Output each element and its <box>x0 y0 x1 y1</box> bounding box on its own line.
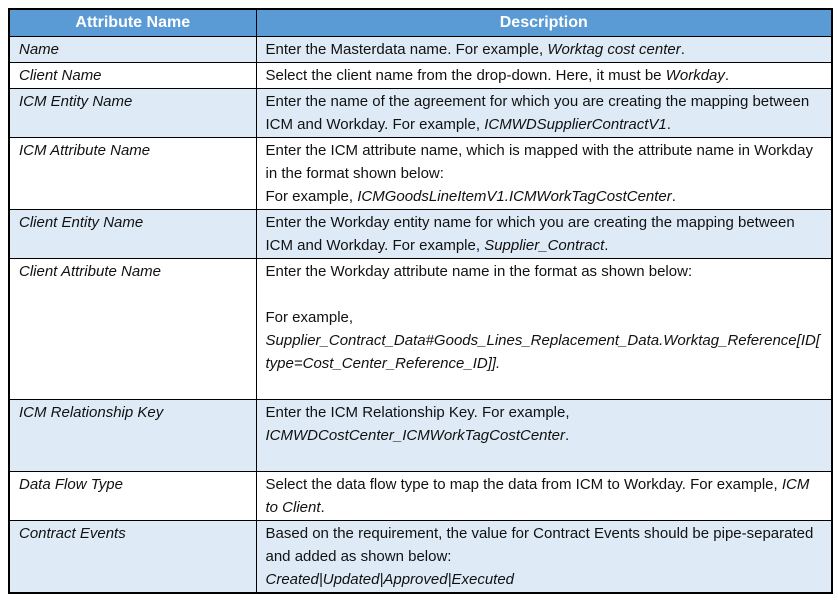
table-row: Name Enter the Masterdata name. For exam… <box>8 36 833 63</box>
description-paragraph <box>266 375 823 398</box>
attribute-name-cell: Name <box>8 36 257 63</box>
attribute-name-cell: ICM Entity Name <box>8 88 257 138</box>
header-description: Description <box>255 8 833 37</box>
table-row: Client Attribute Name Enter the Workday … <box>8 258 833 400</box>
table-row: Contract Events Based on the requirement… <box>8 520 833 594</box>
attribute-name-cell: Contract Events <box>8 520 257 594</box>
description-paragraph <box>266 447 823 470</box>
header-row: Attribute Name Description <box>8 8 833 37</box>
description-cell: Select the data flow type to map the dat… <box>255 471 833 521</box>
table-header: Attribute Name Description <box>8 8 833 37</box>
attribute-name-cell: Client Attribute Name <box>8 258 257 400</box>
table-row: ICM Attribute Name Enter the ICM attribu… <box>8 137 833 210</box>
attribute-name-cell: Client Entity Name <box>8 209 257 259</box>
table-row: ICM Relationship Key Enter the ICM Relat… <box>8 399 833 472</box>
header-attribute-name: Attribute Name <box>8 8 257 37</box>
table-body: Name Enter the Masterdata name. For exam… <box>8 36 833 594</box>
attribute-name-cell: Client Name <box>8 62 257 89</box>
description-paragraph: Select the client name from the drop-dow… <box>265 67 730 84</box>
description-paragraph: Enter the Masterdata name. For example, … <box>265 41 685 58</box>
description-cell: Select the client name from the drop-dow… <box>255 62 833 89</box>
description-paragraph: For example, ICMGoodsLineItemV1.ICMWorkT… <box>265 188 676 205</box>
table-row: Data Flow Type Select the data flow type… <box>8 471 833 521</box>
description-paragraph: For example, <box>265 309 354 326</box>
attribute-name-cell: Data Flow Type <box>8 471 257 521</box>
description-paragraph: Enter the Workday attribute name in the … <box>265 263 693 280</box>
description-paragraph: Enter the ICM attribute name, which is m… <box>265 142 814 182</box>
attribute-name-cell: ICM Relationship Key <box>8 399 257 472</box>
description-cell: Enter the name of the agreement for whic… <box>255 88 833 138</box>
description-paragraph: Based on the requirement, the value for … <box>265 525 814 565</box>
attribute-name-cell: ICM Attribute Name <box>8 137 257 210</box>
description-paragraph: Created|Updated|Approved|Executed <box>265 571 515 588</box>
description-cell: Enter the Masterdata name. For example, … <box>255 36 833 63</box>
description-cell: Enter the Workday attribute name in the … <box>255 258 833 400</box>
table-row: Client Entity Name Enter the Workday ent… <box>8 209 833 259</box>
table-row: ICM Entity Name Enter the name of the ag… <box>8 88 833 138</box>
attribute-description-table: Attribute Name Description Name Enter th… <box>8 8 833 594</box>
description-paragraph <box>266 283 823 306</box>
description-cell: Enter the ICM Relationship Key. For exam… <box>255 399 833 472</box>
description-paragraph: Enter the Workday entity name for which … <box>265 214 795 254</box>
description-cell: Based on the requirement, the value for … <box>255 520 833 594</box>
description-paragraph: Enter the name of the agreement for whic… <box>265 93 810 133</box>
description-cell: Enter the ICM attribute name, which is m… <box>255 137 833 210</box>
description-paragraph: Supplier_Contract_Data#Goods_Lines_Repla… <box>265 332 820 372</box>
table-row: Client Name Select the client name from … <box>8 62 833 89</box>
description-paragraph: Enter the ICM Relationship Key. For exam… <box>265 404 570 444</box>
description-paragraph: Select the data flow type to map the dat… <box>265 476 810 516</box>
description-cell: Enter the Workday entity name for which … <box>255 209 833 259</box>
